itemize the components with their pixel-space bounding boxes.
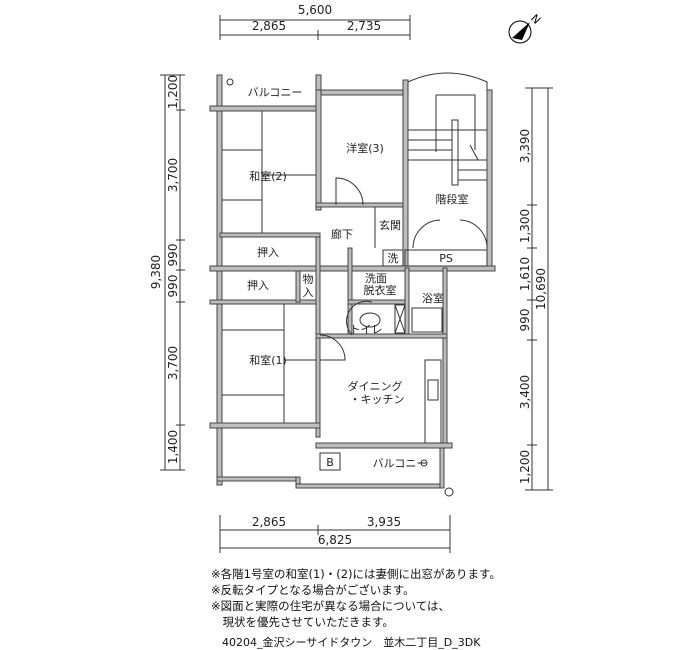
room-balcony-top: バルコニー <box>248 86 303 99</box>
dim-right-1: 3,390 <box>518 129 532 163</box>
dim-left-1: 1,200 <box>166 75 180 109</box>
room-washitsu-2: 和室(2) <box>249 169 287 183</box>
room-oshiire-1: 押入 <box>257 245 279 259</box>
dim-left-3: 990 <box>166 244 180 267</box>
notes: ※各階1号室の和室(1)・(2)には妻側に出窓があります。 ※反転タイプとなる場… <box>211 566 501 630</box>
dim-right-2: 1,300 <box>518 209 532 243</box>
compass-icon: N <box>508 12 543 44</box>
dim-right-4: 990 <box>518 309 532 332</box>
note-4: 現状を優先させていただきます。 <box>211 615 394 629</box>
room-rouka: 廊下 <box>331 227 353 241</box>
dim-left-2: 3,700 <box>166 158 180 192</box>
room-sen: 洗 <box>388 252 399 265</box>
svg-text:N: N <box>528 12 543 27</box>
walls <box>209 74 496 489</box>
room-dk-2: ・キッチン <box>350 393 405 406</box>
room-b: B <box>326 456 334 469</box>
dim-top-total: 5,600 <box>298 3 332 17</box>
room-senmen-2: 脱衣室 <box>364 283 397 297</box>
dim-left-4: 990 <box>166 275 180 298</box>
room-toilet: トイレ <box>350 323 383 336</box>
fixtures <box>222 72 488 497</box>
dim-right-total: 10,690 <box>534 268 548 310</box>
dim-left-5: 3,700 <box>166 346 180 380</box>
room-monoire-2: 入 <box>303 286 314 299</box>
room-stairs: 階段室 <box>436 192 469 206</box>
note-1: ※各階1号室の和室(1)・(2)には妻側に出窓があります。 <box>211 567 501 581</box>
room-yokushitsu: 浴室 <box>422 291 444 305</box>
room-senmen-1: 洗面 <box>365 272 387 285</box>
dim-bottom-b: 3,935 <box>367 515 401 529</box>
room-genkan: 玄関 <box>379 218 401 232</box>
note-3: ※図面と実際の住宅が異なる場合については、 <box>211 599 451 613</box>
dim-left-6: 1,400 <box>166 430 180 464</box>
room-ps: PS <box>439 252 453 265</box>
room-balcony-bottom: バルコニー <box>373 457 428 470</box>
room-labels: バルコニー 和室(2) 洋室(3) 階段室 玄関 廊下 押入 押入 物 入 洗 … <box>247 86 469 470</box>
room-washitsu-1: 和室(1) <box>249 353 287 367</box>
room-oshiire-2: 押入 <box>247 278 269 292</box>
note-2: ※反転タイプとなる場合がございます。 <box>211 583 415 597</box>
dim-top-a: 2,865 <box>252 19 286 33</box>
dim-right-5: 3,400 <box>518 375 532 409</box>
dim-left-total: 9,380 <box>149 255 163 289</box>
room-dk-1: ダイニング <box>348 379 403 393</box>
dimension-lines <box>160 15 553 553</box>
dim-bottom-total: 6,825 <box>318 533 352 547</box>
plan-code: 40204_金沢シーサイドタウン 並木二丁目_D_3DK <box>222 636 481 649</box>
dim-bottom-a: 2,865 <box>252 515 286 529</box>
room-yoshitsu-3: 洋室(3) <box>346 141 384 155</box>
dim-top-b: 2,735 <box>347 19 381 33</box>
room-monoire-1: 物 <box>303 272 314 286</box>
dim-right-6: 1,200 <box>518 450 532 484</box>
dim-right-3: 1,610 <box>518 257 532 291</box>
